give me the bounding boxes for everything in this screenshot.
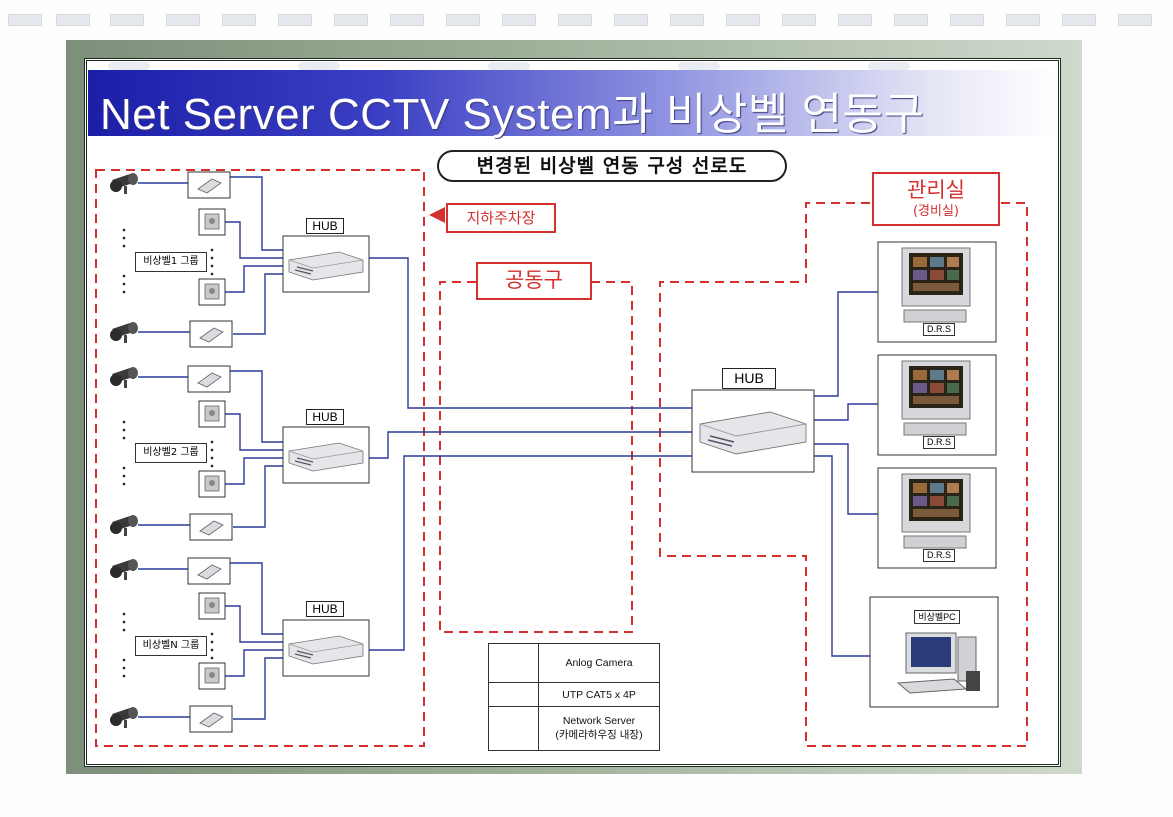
zone-control-room-label: 관리실 (경비실) (872, 172, 1000, 226)
group-n-label: 비상벨N 그룹 (135, 636, 207, 656)
legend-server-text: Network Server (562, 715, 636, 727)
zone-common-label: 공동구 (476, 262, 592, 300)
zone-parking-text: 지하주차장 (466, 209, 536, 227)
diagram-subtitle: 변경된 비상벨 연동 구성 선로도 (437, 150, 787, 182)
page-title: Net Server CCTV System과 비상벨 연동구 (100, 90, 925, 139)
legend: Anlog Camera UTP CAT5 x 4P Network Serve… (488, 643, 660, 751)
title-dots (88, 62, 1056, 72)
zone-common-text: 공동구 (505, 268, 563, 292)
zone-control-room-sub: (경비실) (912, 204, 960, 219)
legend-row-camera: Anlog Camera (489, 644, 659, 682)
zone-control-room-text: 관리실 (907, 178, 965, 202)
legend-camera-text: Anlog Camera (565, 657, 633, 669)
title-bar (88, 70, 1056, 136)
legend-row-server: Network Server (카메라하우징 내장) (489, 706, 659, 750)
alarm-pc-label: 비상벨PC (914, 610, 960, 624)
drs-2-label: D.R.S (923, 436, 955, 449)
top-decorative-strip (0, 14, 1173, 26)
hub-n-label: HUB (306, 601, 344, 617)
zone-parking-label: 지하주차장 (446, 203, 556, 233)
drs-3-label: D.R.S (923, 549, 955, 562)
hub-2-label: HUB (306, 409, 344, 425)
hub-1-label: HUB (306, 218, 344, 234)
main-hub-label: HUB (722, 368, 776, 389)
group-1-label: 비상벨1 그룹 (135, 252, 207, 272)
legend-server-subtext: (카메라하우징 내장) (555, 729, 643, 741)
legend-cable-text: UTP CAT5 x 4P (562, 688, 636, 701)
drs-1-label: D.R.S (923, 323, 955, 336)
legend-row-cable: UTP CAT5 x 4P (489, 682, 659, 706)
arrow-left-icon (429, 207, 445, 223)
group-2-label: 비상벨2 그룹 (135, 443, 207, 463)
